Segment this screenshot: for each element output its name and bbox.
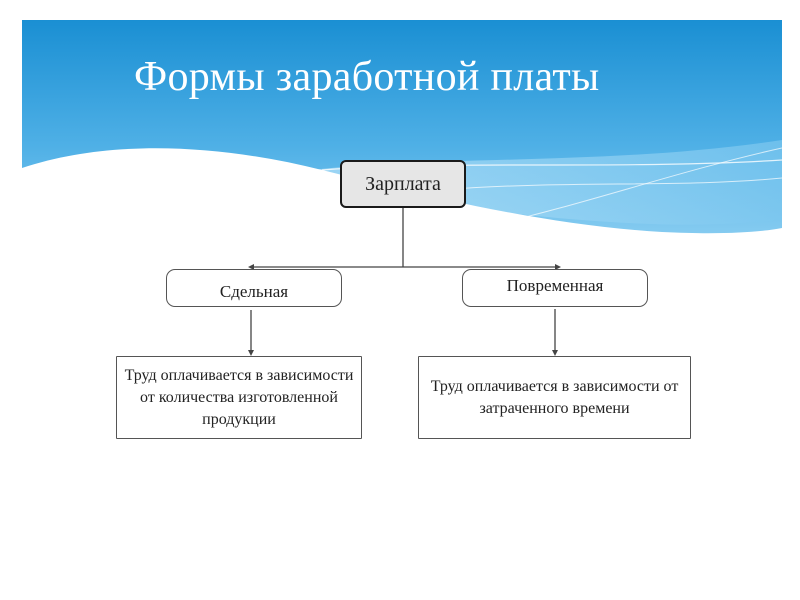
header-banner: [22, 20, 782, 250]
branch-node-label: Сдельная: [219, 282, 289, 301]
description-text: Труд оплачивается в зависимости от затра…: [430, 377, 679, 417]
root-node-label: Зарплата: [365, 172, 441, 195]
branch-node-label: Повременная: [506, 276, 604, 295]
branch-node-time-based: Повременная: [462, 269, 648, 307]
root-node-salary: Зарплата: [340, 160, 466, 208]
description-piecework: Труд оплачивается в зависимости от колич…: [116, 356, 362, 439]
connector-lines: [248, 208, 561, 356]
branch-node-piecework: Сдельная: [166, 269, 342, 307]
description-time-based: Труд оплачивается в зависимости от затра…: [418, 356, 691, 439]
slide-title: Формы заработной платы: [134, 54, 600, 100]
slide: Формы заработной платы Зарплата Сдельная…: [22, 20, 782, 580]
description-text: Труд оплачивается в зависимости от колич…: [124, 366, 354, 428]
